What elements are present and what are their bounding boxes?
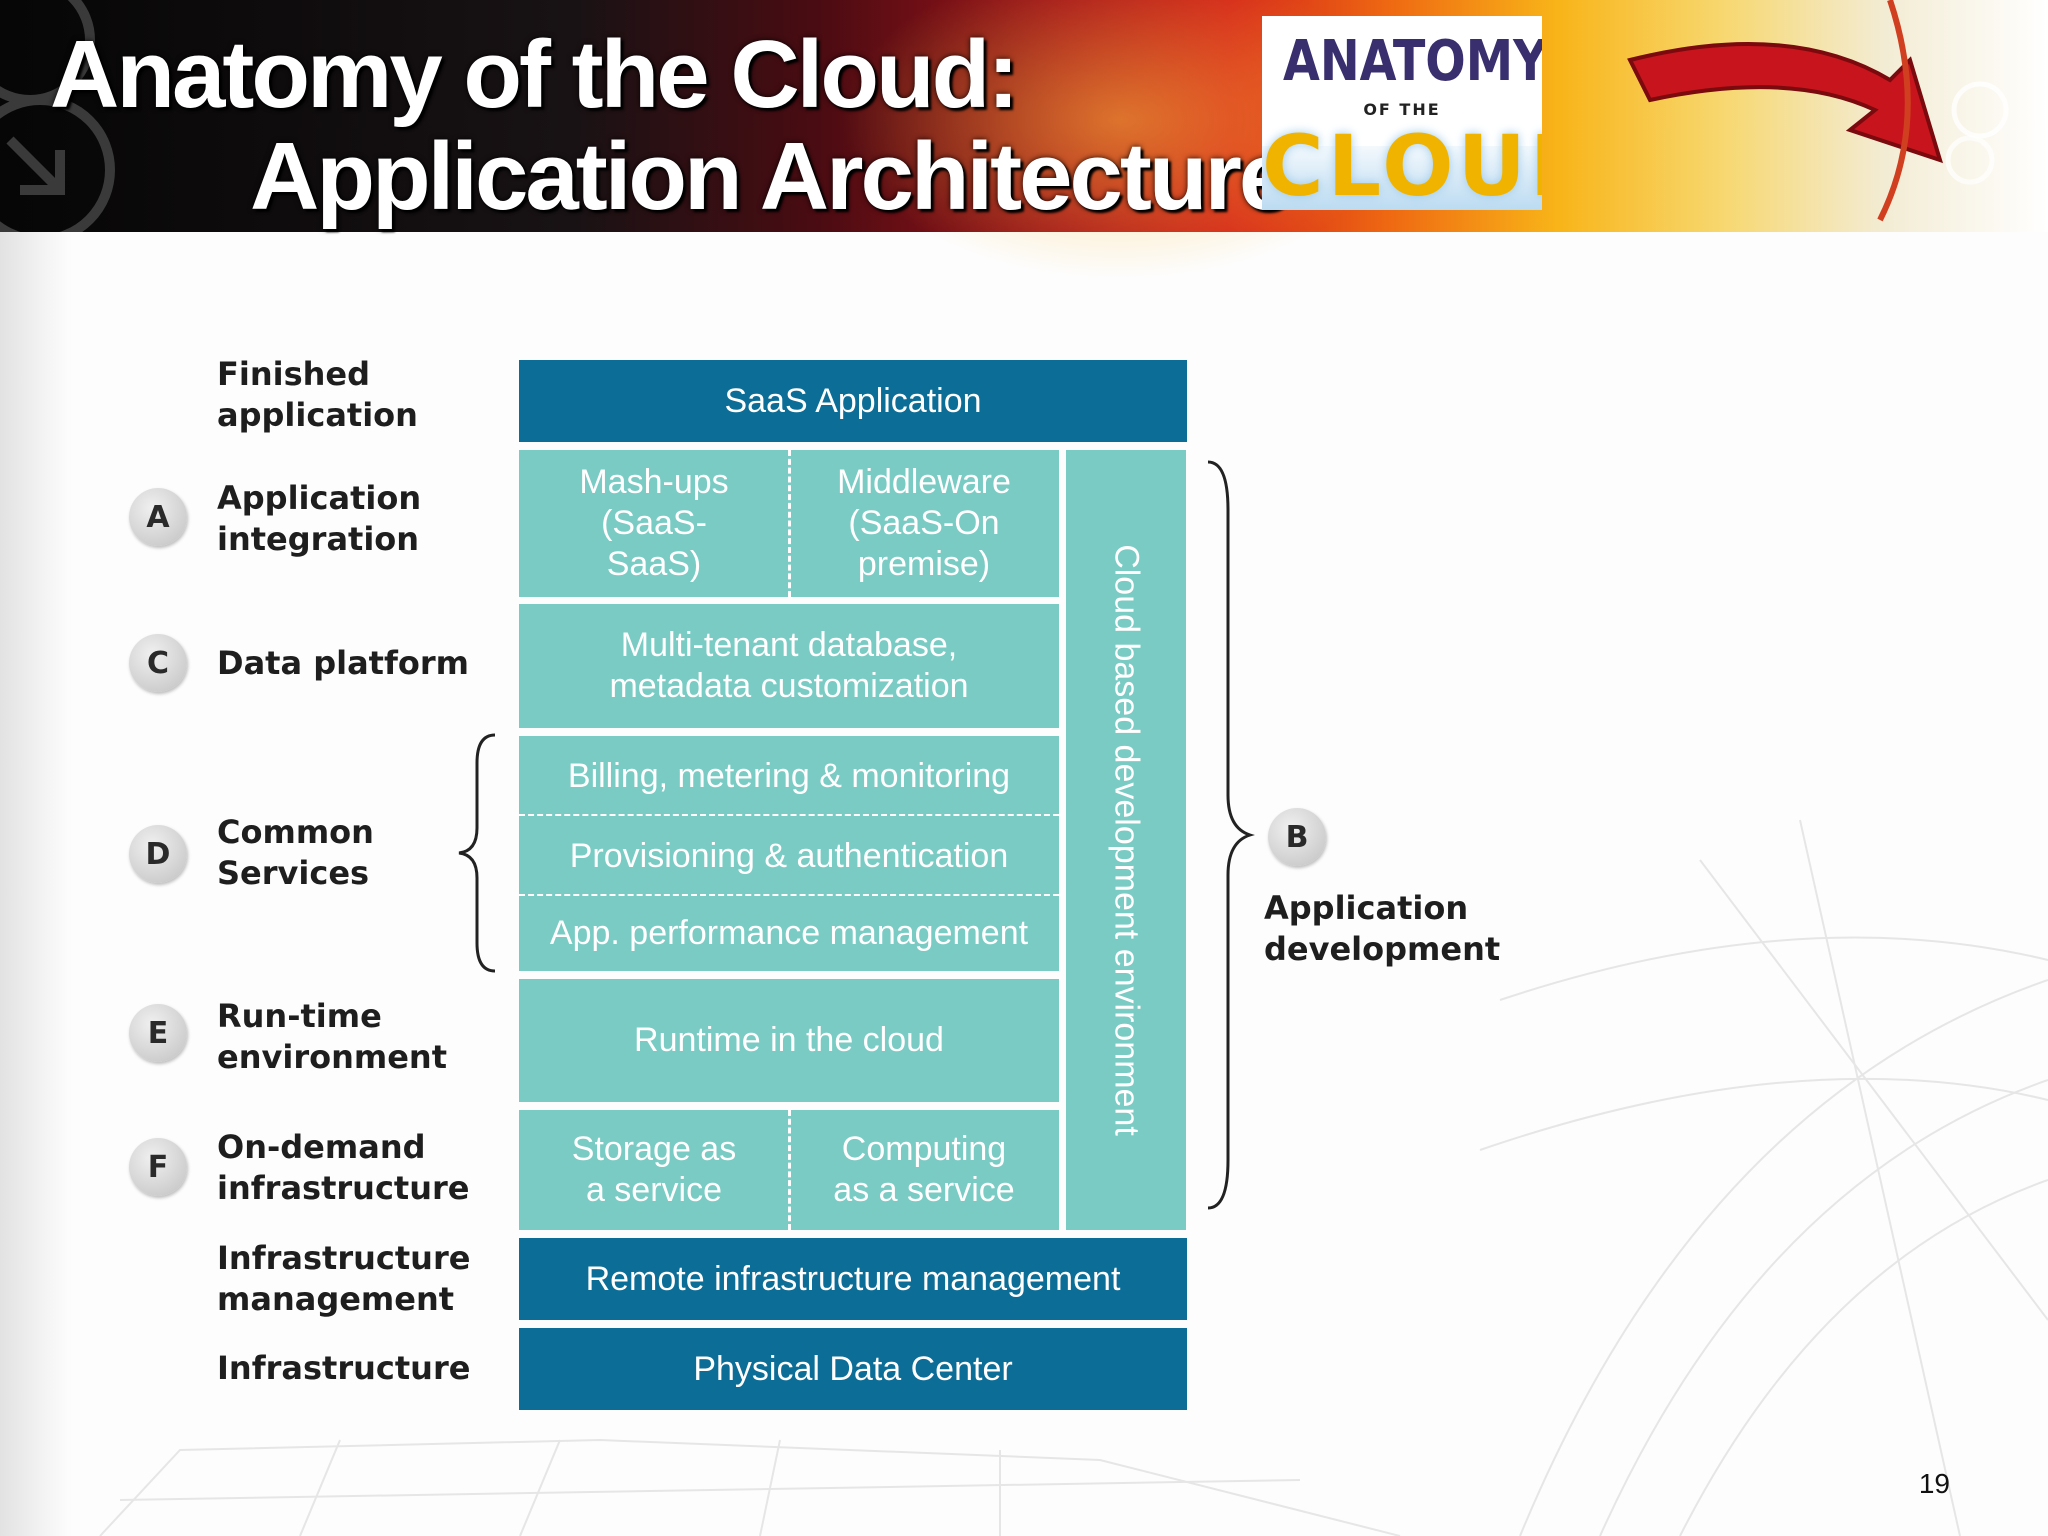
label-run-time-environment: Run-time environment <box>217 997 447 1076</box>
app-performance-management-box: App. performance management <box>519 896 1059 971</box>
title-line-2: Application Architecture <box>250 123 1292 230</box>
logo-word-anatomy: ANATOMY <box>1283 29 1542 94</box>
cloud-dev-environment-label: Cloud based development environment <box>1107 544 1146 1136</box>
badge-c: C <box>129 634 187 692</box>
label-application-integration: Application integration <box>217 479 422 558</box>
mashups-box: Mash-ups (SaaS- SaaS) <box>519 450 789 597</box>
logo-word-cloud: CLOUD <box>1262 117 1542 210</box>
arrow-graphic-icon <box>1627 0 2009 222</box>
common-services-brace <box>458 733 496 973</box>
multi-tenant-database-box: Multi-tenant database, metadata customiz… <box>519 604 1059 728</box>
middleware-box: Middleware (SaaS-On premise) <box>789 450 1059 597</box>
label-on-demand-infrastructure: On-demand infrastructure <box>217 1128 470 1207</box>
runtime-in-the-cloud-box: Runtime in the cloud <box>519 979 1059 1102</box>
badge-e: E <box>129 1004 187 1062</box>
physical-data-center-box: Physical Data Center <box>519 1328 1187 1410</box>
gear-decoration-icon <box>0 0 115 232</box>
mashups-middleware-divider <box>788 450 791 597</box>
storage-computing-divider <box>788 1110 791 1230</box>
badge-f: F <box>129 1138 187 1196</box>
remote-infrastructure-management-box: Remote infrastructure management <box>519 1238 1187 1320</box>
storage-as-a-service-box: Storage as a service <box>519 1110 789 1230</box>
provisioning-divider <box>519 894 1059 897</box>
title-line-1: Anatomy of the Cloud: <box>50 21 1019 128</box>
left-decorative-strip <box>0 232 72 1536</box>
label-data-platform: Data platform <box>217 644 469 682</box>
label-finished-application: Finished application <box>217 355 418 434</box>
badge-b: B <box>1268 808 1326 866</box>
label-infrastructure: Infrastructure <box>217 1349 471 1387</box>
label-common-services: Common Services <box>217 813 374 892</box>
cloud-dev-environment-box <box>1066 450 1186 1230</box>
application-development-brace <box>1207 460 1255 1210</box>
badge-a: A <box>129 488 187 546</box>
provisioning-authentication-box: Provisioning & authentication <box>519 816 1059 896</box>
logo-word-of-the: OF THE <box>1363 100 1441 119</box>
label-infrastructure-management: Infrastructure management <box>217 1239 471 1318</box>
billing-divider <box>519 814 1059 817</box>
badge-d: D <box>129 825 187 883</box>
anatomy-of-the-cloud-logo: ANATOMY OF THE CLOUD <box>1262 16 1542 210</box>
billing-metering-box: Billing, metering & monitoring <box>519 736 1059 816</box>
saas-application-box: SaaS Application <box>519 360 1187 442</box>
computing-as-a-service-box: Computing as a service <box>789 1110 1059 1230</box>
logo-sky <box>1262 146 1542 210</box>
header-banner: Anatomy of the Cloud: Application Archit… <box>0 0 2048 280</box>
label-application-development: Application development <box>1264 889 1501 968</box>
page-number: 19 <box>1918 1468 1950 1499</box>
